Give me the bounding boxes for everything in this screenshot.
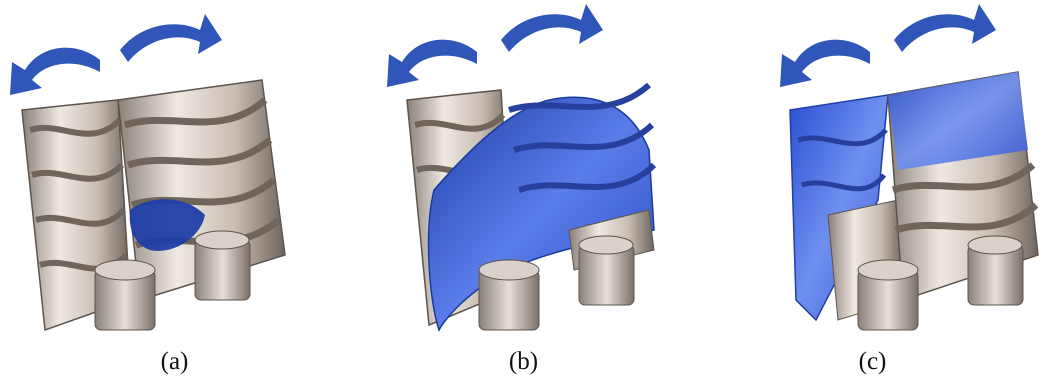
panel-a-illustration	[0, 0, 349, 345]
rotation-arrow-right-icon	[120, 14, 222, 62]
panel-c: (c)	[698, 0, 1047, 390]
rotation-arrow-left-icon	[10, 48, 100, 95]
panel-c-caption: (c)	[698, 348, 1047, 376]
panel-b-caption: (b)	[349, 348, 698, 376]
rotation-arrow-right-icon	[894, 4, 996, 52]
panel-a-caption: (a)	[0, 348, 349, 376]
panel-b: (b)	[349, 0, 698, 390]
rotation-arrow-left-icon	[387, 40, 477, 87]
panel-a: (a)	[0, 0, 349, 390]
rotation-arrow-right-icon	[501, 4, 603, 52]
rotation-arrow-left-icon	[780, 40, 870, 87]
panel-b-illustration	[349, 0, 698, 345]
panel-c-illustration	[698, 0, 1047, 345]
